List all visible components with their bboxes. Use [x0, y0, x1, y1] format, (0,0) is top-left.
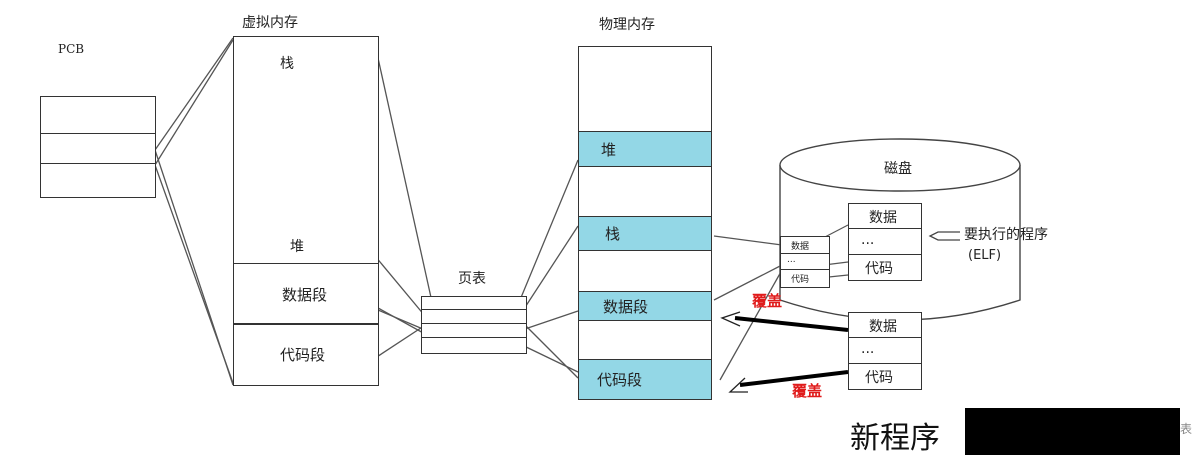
pm-stack: 栈	[578, 216, 712, 251]
vm-data-segment: 数据段	[233, 263, 379, 325]
redacted-block	[965, 408, 1180, 455]
disk-program-2: 数据 ... 代码	[848, 312, 922, 390]
pcb-box	[40, 96, 156, 198]
vm-heap-label: 堆	[290, 239, 304, 255]
disk-program-1-code: 代码	[865, 261, 893, 277]
overwrite-label-1: 覆盖	[752, 292, 783, 310]
disk-program-2-dots: ...	[861, 341, 875, 357]
edge-char: 表	[1180, 422, 1193, 436]
program-note-elf: (ELF)	[968, 248, 1002, 263]
pm-heap: 堆	[578, 131, 712, 167]
pm-free-3	[578, 320, 712, 360]
mini-program-stack: 数据 ... 代码	[780, 236, 830, 288]
pm-free-1	[578, 166, 712, 217]
pm-code-segment: 代码段	[578, 359, 712, 400]
page-table-box	[421, 296, 527, 354]
disk-program-2-data: 数据	[869, 319, 897, 335]
new-program-label: 新程序	[850, 421, 940, 456]
program-note: 要执行的程序	[964, 227, 1048, 243]
mini-dots: ...	[787, 255, 796, 265]
pm-data-segment: 数据段	[578, 291, 712, 321]
disk-program-2-code: 代码	[865, 370, 893, 386]
overwrite-label-2: 覆盖	[792, 382, 823, 400]
page-table-title: 页表	[458, 271, 486, 287]
disk-program-1-dots: ...	[861, 232, 875, 248]
virtual-memory-title: 虚拟内存	[242, 15, 298, 31]
pm-free-2	[578, 250, 712, 292]
mini-data: 数据	[791, 242, 810, 252]
vm-stack-label: 栈	[280, 56, 294, 72]
disk-program-1-data: 数据	[869, 210, 897, 226]
virtual-memory-box	[233, 36, 379, 386]
disk-title: 磁盘	[884, 161, 912, 177]
physical-memory-title: 物理内存	[599, 17, 655, 33]
pcb-label: PCB	[58, 42, 85, 56]
mini-code: 代码	[791, 275, 810, 285]
disk-program-1: 数据 ... 代码	[848, 203, 922, 281]
vm-code-segment: 代码段	[233, 323, 379, 386]
